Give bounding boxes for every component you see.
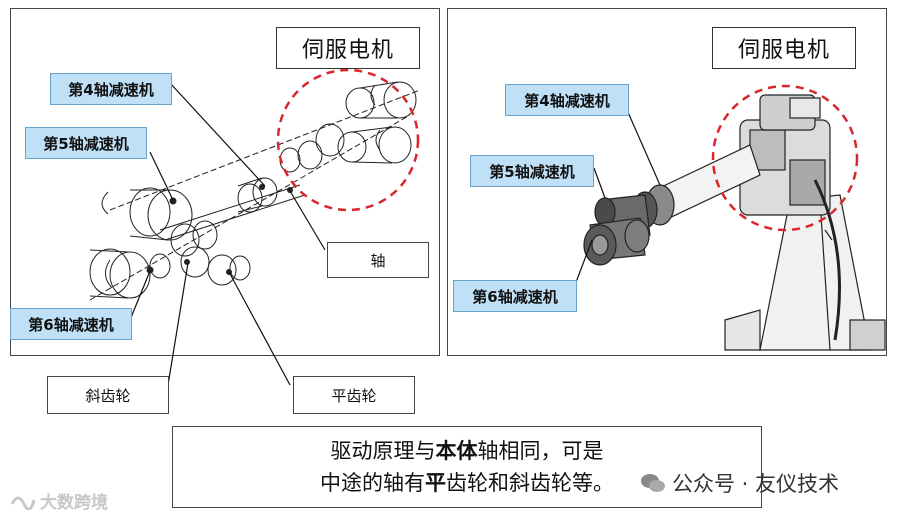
brand-text: 大数跨境	[40, 493, 108, 513]
right-leader-lines	[574, 109, 661, 286]
right-axis4-reducer-label: 第4轴减速机	[505, 84, 629, 116]
brand-watermark: 大数跨境	[8, 488, 108, 513]
caption-box: 驱动原理与本体轴相同，可是 中途的轴有平齿轮和斜齿轮等。	[172, 426, 762, 508]
wechat-watermark: 公众号 · 友仪技术	[640, 468, 839, 498]
watermark-text: 公众号 · 友仪技术	[672, 472, 840, 496]
right-axis5-reducer-label: 第5轴减速机	[470, 155, 594, 187]
right-servo-motor-title: 伺服电机	[712, 27, 856, 69]
right-axis6-reducer-label: 第6轴减速机	[453, 280, 577, 312]
helical-gear-label: 斜齿轮	[47, 376, 169, 414]
left-leader-lines	[129, 82, 326, 386]
right-servo-highlight-ring	[711, 84, 859, 232]
wechat-icon	[641, 474, 665, 492]
left-gear-train-drawing	[89, 81, 421, 301]
left-axis5-reducer-label: 第5轴减速机	[25, 127, 147, 159]
left-servo-motor-title: 伺服电机	[276, 27, 420, 69]
right-robot-drawing	[583, 94, 886, 351]
left-axis6-reducer-label: 第6轴减速机	[10, 308, 132, 340]
left-axis4-reducer-label: 第4轴减速机	[50, 73, 172, 105]
left-servo-highlight-ring	[276, 68, 420, 212]
spur-gear-label: 平齿轮	[293, 376, 415, 414]
shaft-label: 轴	[327, 242, 429, 278]
brand-logo-icon	[10, 496, 36, 510]
caption-line-1: 驱动原理与本体轴相同，可是	[330, 439, 604, 463]
caption-line-2: 中途的轴有平齿轮和斜齿轮等。	[320, 471, 614, 495]
